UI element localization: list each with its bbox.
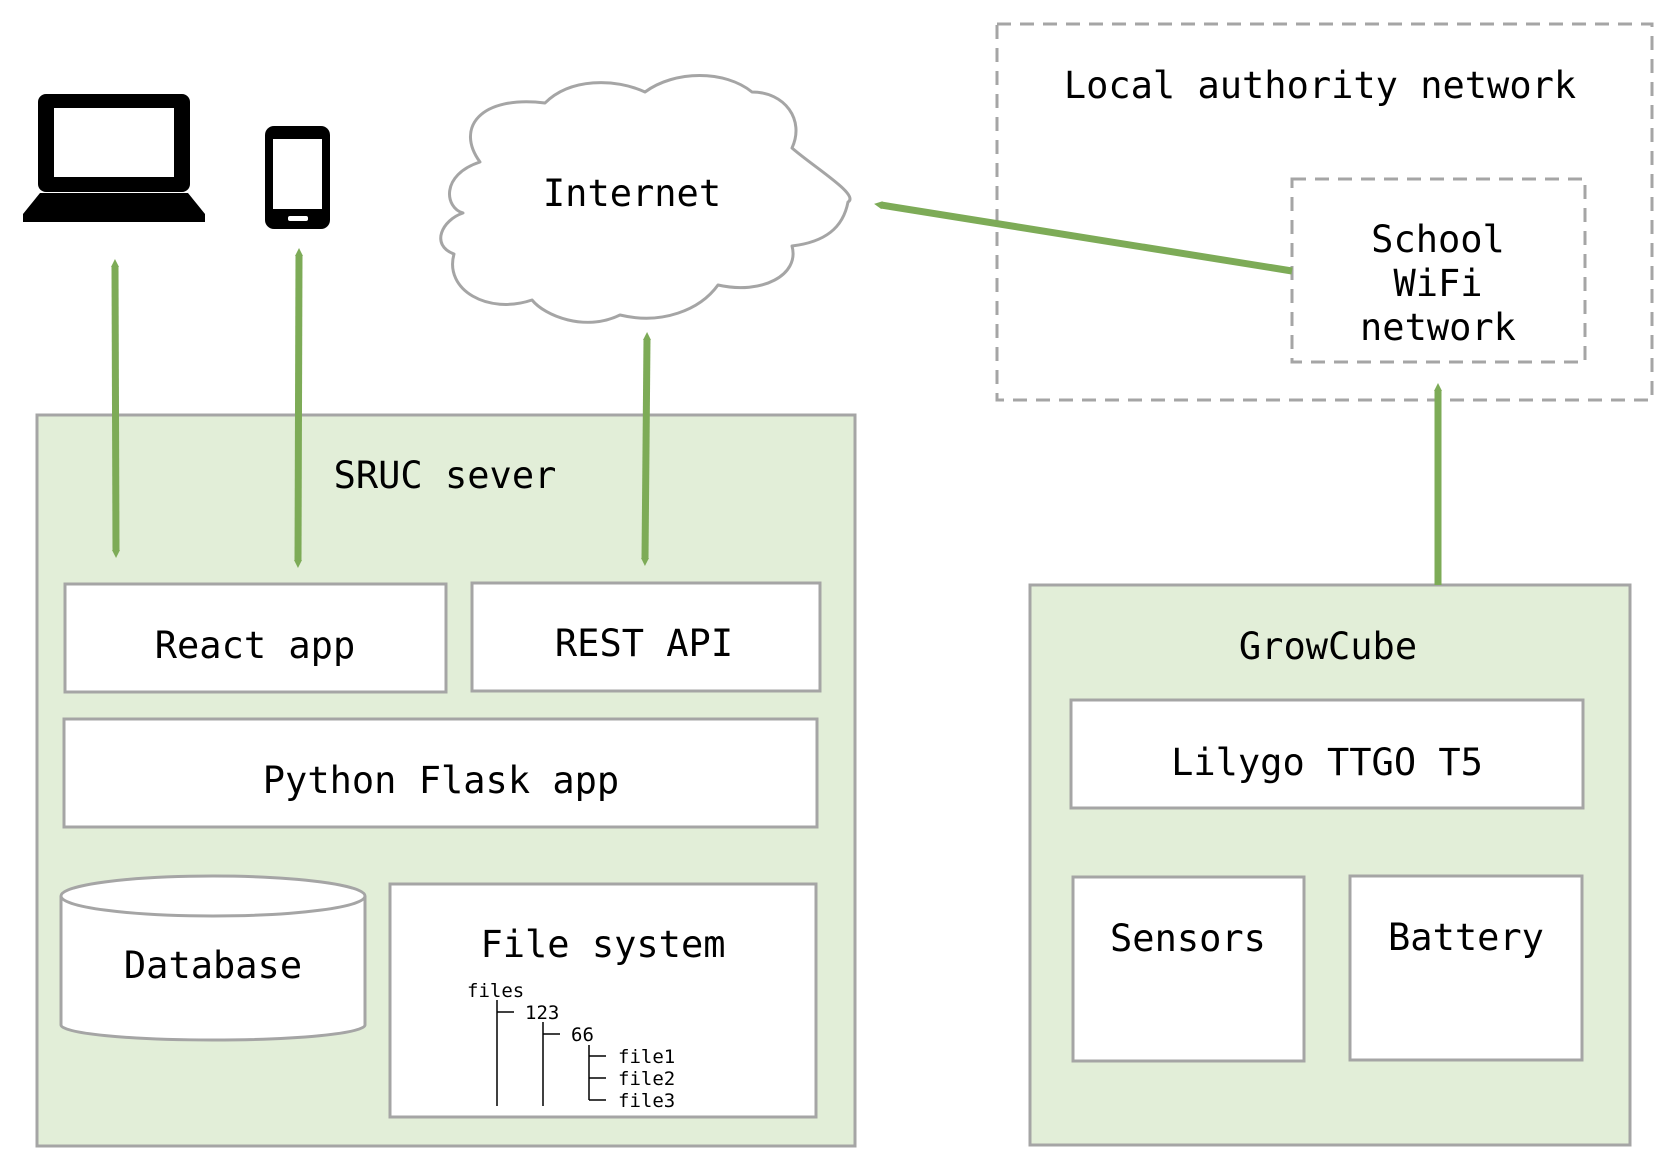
local-authority-network-box [995,22,1654,402]
lilygo-box [1069,698,1585,810]
arrow-laptop-react [111,259,120,558]
file-tree [496,1000,606,1106]
school-wifi-label-line2: WiFi [1393,262,1482,305]
react-app-box [63,582,448,694]
school-wifi-label-line3: network [1360,306,1516,349]
file-system-label: File system [480,923,725,966]
laptop-icon [23,94,205,222]
growcube-label: GrowCube [1239,625,1417,668]
lilygo-label: Lilygo TTGO T5 [1171,741,1483,784]
sruc-server-label: SRUC sever [334,454,557,497]
battery-box [1348,874,1584,1062]
react-app-label: React app [155,624,355,667]
python-flask-label: Python Flask app [263,759,619,802]
local-authority-network-label: Local authority network [1064,64,1576,107]
file-system-box [388,882,818,1119]
tree-item-file2: file2 [618,1068,675,1090]
smartphone-icon [265,126,330,229]
sensors-label: Sensors [1110,917,1266,960]
arrow-internet-restapi [641,332,651,566]
database-label: Database [124,944,302,987]
tree-item-files: files [467,980,524,1002]
tree-item-file3: file3 [618,1090,675,1112]
tree-item-123: 123 [525,1002,559,1024]
rest-api-box [470,581,822,693]
sensors-box [1071,875,1306,1063]
arrow-schoolwifi-internet [874,201,1293,275]
arrow-phone-react [294,248,303,568]
database-cylinder-icon [59,874,367,1042]
battery-label: Battery [1388,916,1544,959]
python-flask-box [62,717,819,829]
school-wifi-label-line1: School [1371,218,1505,261]
internet-label: Internet [543,172,721,215]
tree-item-file1: file1 [618,1046,675,1068]
rest-api-label: REST API [555,622,733,665]
cloud-icon [439,74,852,324]
tree-item-66: 66 [571,1024,594,1046]
